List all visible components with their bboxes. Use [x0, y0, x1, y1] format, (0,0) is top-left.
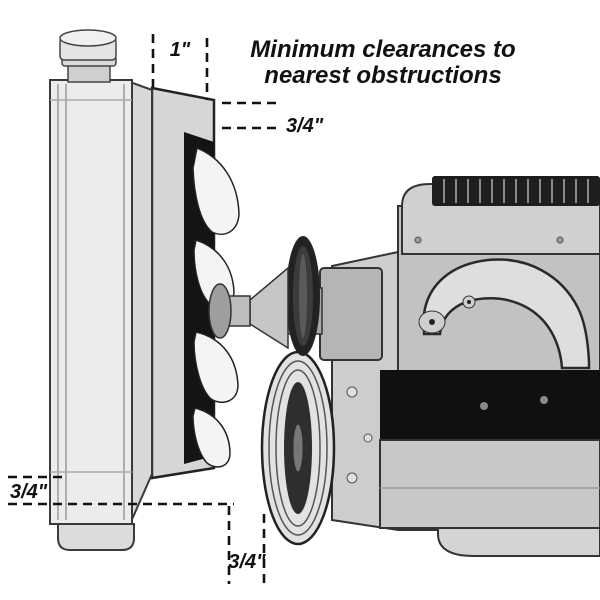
flange-bolt-icon	[429, 319, 435, 325]
radiator-back-face	[129, 80, 153, 525]
title-line-1: Minimum clearances to	[250, 36, 515, 63]
dimension-label-bottom-center: 3/4"	[228, 551, 266, 573]
bolt-icon	[540, 396, 548, 404]
exhaust-manifold	[422, 258, 591, 370]
water-pump-housing	[319, 267, 383, 361]
bolt-icon	[346, 386, 358, 398]
fan-blade	[192, 407, 231, 468]
dimension-label-shroud-top: 3/4"	[286, 115, 324, 137]
bolt-icon	[414, 236, 422, 244]
pulley-hub	[292, 423, 304, 473]
title-line-2: nearest obstructions	[264, 62, 501, 89]
oil-pan	[437, 527, 600, 557]
fan	[192, 146, 251, 468]
pulley-groove	[268, 360, 328, 536]
bolt-icon	[556, 236, 564, 244]
engine-mid-band	[380, 370, 600, 440]
fan-clutch	[208, 283, 232, 339]
fan-drive-cone	[249, 266, 289, 350]
engine-lower-block	[379, 439, 600, 529]
flange-bolt-icon	[467, 300, 471, 304]
water-pump-pulley	[286, 236, 320, 356]
cap-top	[59, 29, 117, 47]
bolt-icon	[480, 402, 488, 410]
diagram-title: Minimum clearances to nearest obstructio…	[250, 36, 515, 89]
crank-pulley	[260, 350, 336, 546]
bolt-icon	[363, 433, 373, 443]
fan-blade	[192, 146, 240, 235]
valve-cover-fins	[443, 179, 589, 203]
pulley-groove	[275, 369, 321, 527]
fan-blade	[193, 331, 239, 403]
radiator-lower-outlet	[57, 523, 135, 551]
radiator-cap	[59, 29, 117, 83]
engine-block	[331, 176, 600, 557]
radiator	[49, 29, 153, 551]
dimension-label-bottom-left: 3/4"	[10, 481, 48, 503]
pump-pulley-highlight	[299, 254, 307, 338]
bolt-icon	[346, 472, 358, 484]
dimension-label-top: 1"	[170, 39, 191, 61]
dimension-annotations: 1" 3/4" 3/4" 3/4"	[8, 34, 324, 584]
radiator-core	[49, 79, 133, 525]
